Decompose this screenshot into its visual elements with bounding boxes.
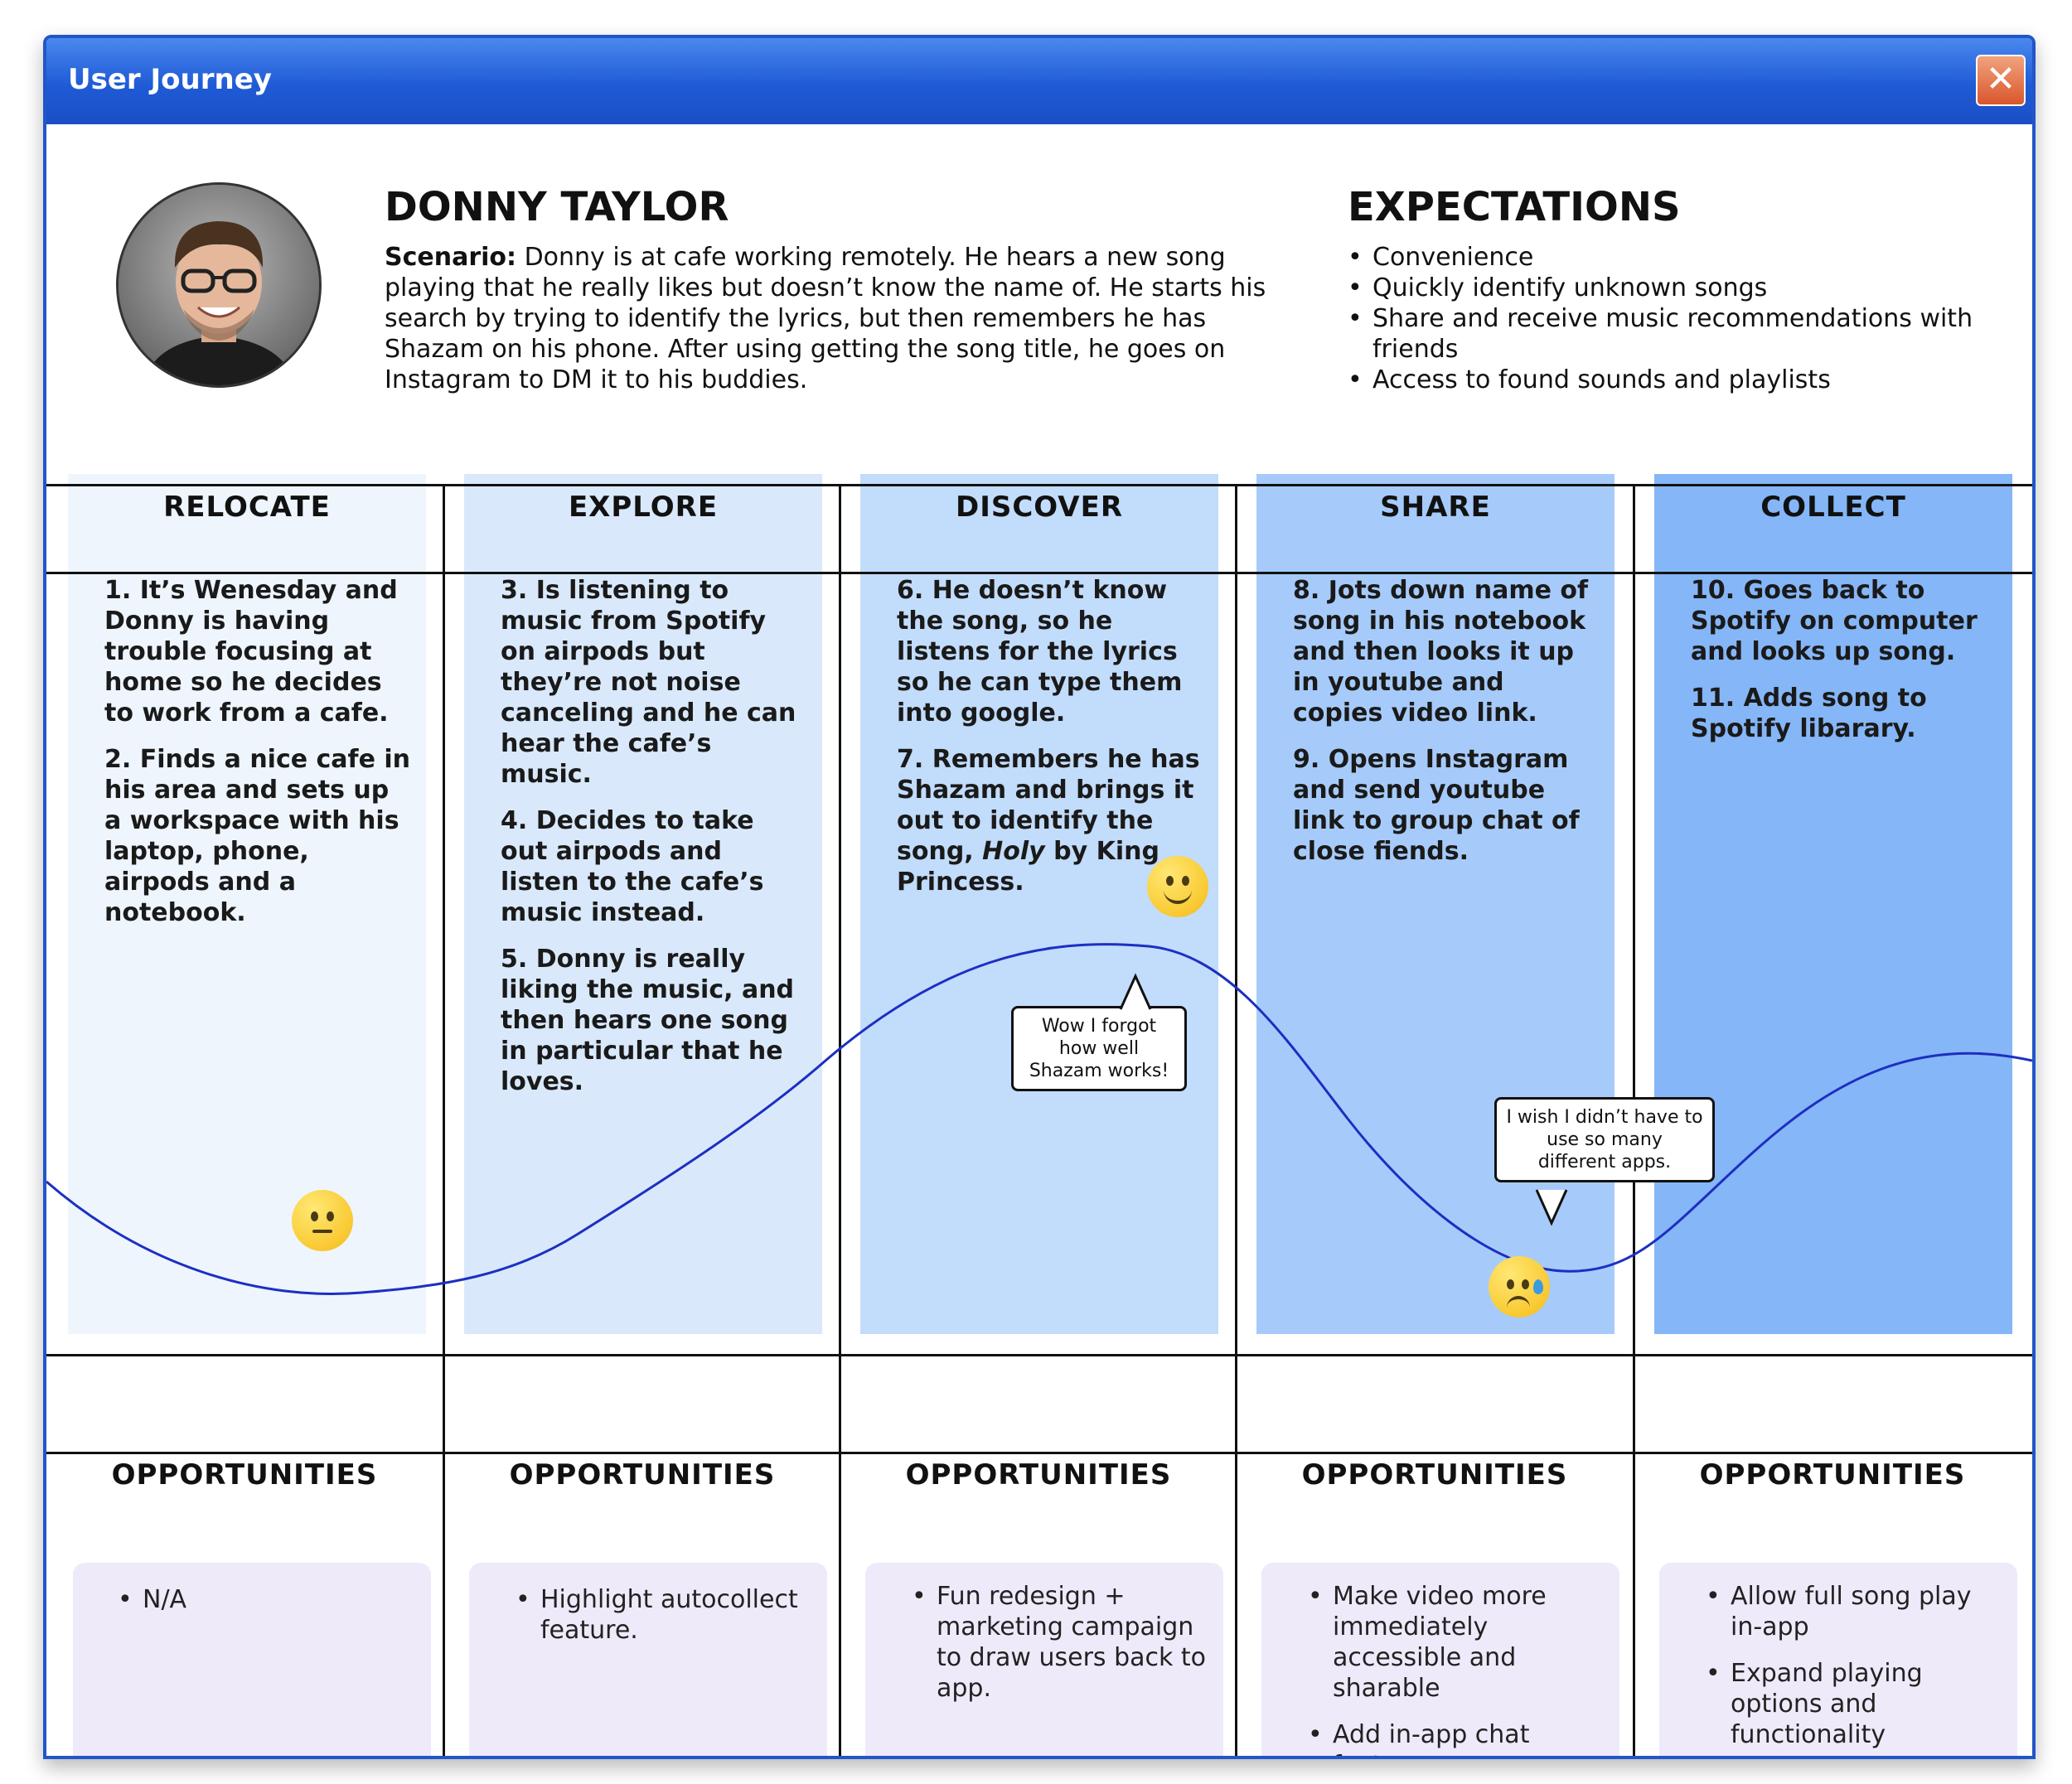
stage-explore <box>464 474 822 1334</box>
stage-items: 3. Is listening to music from Spotify on… <box>501 575 807 1113</box>
scenario-text: Scenario: Donny is at cafe working remot… <box>385 242 1288 395</box>
stage-step: 11. Adds song to Spotify libarary. <box>1691 684 1927 743</box>
opportunities-title: OPPORTUNITIES <box>1699 1458 1966 1492</box>
opportunity-item: Allow full song play in-app <box>1706 1581 2004 1642</box>
stage-step: 4. Decides to take out airpods and liste… <box>501 806 764 927</box>
stage-step: 6. He doesn’t know the song, so he liste… <box>897 576 1183 728</box>
title-bar: User Journey ✕ <box>46 38 2032 124</box>
persona-name: DONNY TAYLOR <box>385 184 729 230</box>
avatar <box>116 182 322 388</box>
divider <box>46 484 2032 486</box>
opportunity-item: Fun redesign + marketing campaign to dra… <box>912 1581 1210 1704</box>
opportunity-box: Highlight autocollect feature. <box>469 1563 827 1756</box>
stage-content: RELOCATE 1. It’s Wenesday and Donny is h… <box>68 474 426 1334</box>
bubble-tail-icon <box>1119 973 1152 1010</box>
stage-content: DISCOVER 6. He doesn’t know the song, so… <box>860 474 1218 1334</box>
expectation-item: Convenience <box>1348 242 1994 273</box>
column-divider <box>1235 484 1237 1756</box>
opportunity-box: Make video more immediately accessible a… <box>1261 1563 1619 1756</box>
stage-step: 10. Goes back to Spotify on computer and… <box>1691 576 1978 666</box>
stage-collect <box>1654 474 2012 1334</box>
stage-content: SHARE 8. Jots down name of song in his n… <box>1256 474 1615 1334</box>
sad-sweat-face-icon <box>1489 1256 1550 1317</box>
divider <box>46 1452 2032 1454</box>
stage-title: SHARE <box>1380 491 1491 524</box>
stage-title: EXPLORE <box>568 491 719 524</box>
divider <box>46 1354 2032 1356</box>
emotion-curve <box>46 943 2032 1295</box>
opportunity-list: Allow full song play in-app Expand playi… <box>1706 1581 2004 1756</box>
window-title: User Journey <box>68 63 272 96</box>
user-journey-window: User Journey ✕ <box>43 35 2036 1759</box>
stage-relocate <box>68 474 426 1334</box>
opportunity-box: N/A <box>73 1563 431 1756</box>
opportunity-list: Highlight autocollect feature. <box>516 1584 814 1661</box>
stage-step: 3. Is listening to music from Spotify on… <box>501 576 796 789</box>
opportunity-list: Fun redesign + marketing campaign to dra… <box>912 1581 1210 1719</box>
stage-items: 6. He doesn’t know the song, so he liste… <box>897 575 1203 913</box>
discover-speech-bubble: Wow I forgot how well Shazam works! <box>1011 1006 1187 1091</box>
stage-step: 8. Jots down name of song in his noteboo… <box>1293 576 1589 728</box>
stage-items: 8. Jots down name of song in his noteboo… <box>1293 575 1600 882</box>
opportunity-item: Add in-app chat feature <box>1308 1719 1606 1756</box>
column-divider <box>443 484 445 1756</box>
close-button[interactable]: ✕ <box>1976 55 2026 106</box>
stage-step: 1. It’s Wenesday and Donny is having tro… <box>104 576 398 728</box>
expectations-title: EXPECTATIONS <box>1348 184 1681 230</box>
bubble-tail-icon <box>1535 1189 1568 1226</box>
opportunities-title: OPPORTUNITIES <box>905 1458 1172 1492</box>
scenario-body: Donny is at cafe working remotely. He he… <box>385 243 1266 394</box>
stage-step: 9. Opens Instagram and send youtube link… <box>1293 745 1580 866</box>
divider <box>46 572 2032 574</box>
opportunity-item: Expand playing options and functionality <box>1706 1658 2004 1750</box>
stage-step: 5. Donny is really liking the music, and… <box>501 945 795 1096</box>
share-speech-bubble: I wish I didn’t have to use so many diff… <box>1494 1097 1715 1182</box>
stage-step: 7. Remembers he has Shazam and brings it… <box>897 745 1200 897</box>
stage-title: RELOCATE <box>163 491 331 524</box>
opportunities-title: OPPORTUNITIES <box>111 1458 378 1492</box>
opportunities-title: OPPORTUNITIES <box>1301 1458 1568 1492</box>
column-divider <box>839 484 841 1756</box>
opportunity-box: Allow full song play in-app Expand playi… <box>1659 1563 2017 1756</box>
expectation-item: Share and receive music recommendations … <box>1348 303 1994 365</box>
expectation-item: Quickly identify unknown songs <box>1348 273 1994 303</box>
opportunity-box: Fun redesign + marketing campaign to dra… <box>865 1563 1223 1756</box>
stage-content: COLLECT 10. Goes back to Spotify on comp… <box>1654 474 2012 1334</box>
stage-items: 1. It’s Wenesday and Donny is having tro… <box>104 575 411 944</box>
emotion-line <box>46 943 2032 1295</box>
neutral-face-icon <box>292 1190 353 1251</box>
journey-content: DONNY TAYLOR Scenario: Donny is at cafe … <box>46 124 2032 1756</box>
avatar-portrait-icon <box>119 185 319 385</box>
opportunity-item: Highlight autocollect feature. <box>516 1584 814 1646</box>
opportunity-list: Make video more immediately accessible a… <box>1308 1581 1606 1756</box>
scenario-label: Scenario: <box>385 243 517 272</box>
expectation-item: Access to found sounds and playlists <box>1348 365 1994 395</box>
expectations-list: Convenience Quickly identify unknown son… <box>1348 242 1994 395</box>
opportunity-item: N/A <box>118 1584 416 1615</box>
stage-items: 10. Goes back to Spotify on computer and… <box>1691 575 1997 760</box>
smiling-face-icon <box>1147 856 1208 917</box>
opportunities-title: OPPORTUNITIES <box>509 1458 776 1492</box>
stage-step: 2. Finds a nice cafe in his area and set… <box>104 745 411 927</box>
opportunity-list: N/A <box>118 1584 416 1631</box>
stage-title: COLLECT <box>1760 491 1906 524</box>
stage-title: DISCOVER <box>955 491 1124 524</box>
opportunity-item: Make video more immediately accessible a… <box>1308 1581 1606 1704</box>
stage-content: EXPLORE 3. Is listening to music from Sp… <box>464 474 822 1334</box>
